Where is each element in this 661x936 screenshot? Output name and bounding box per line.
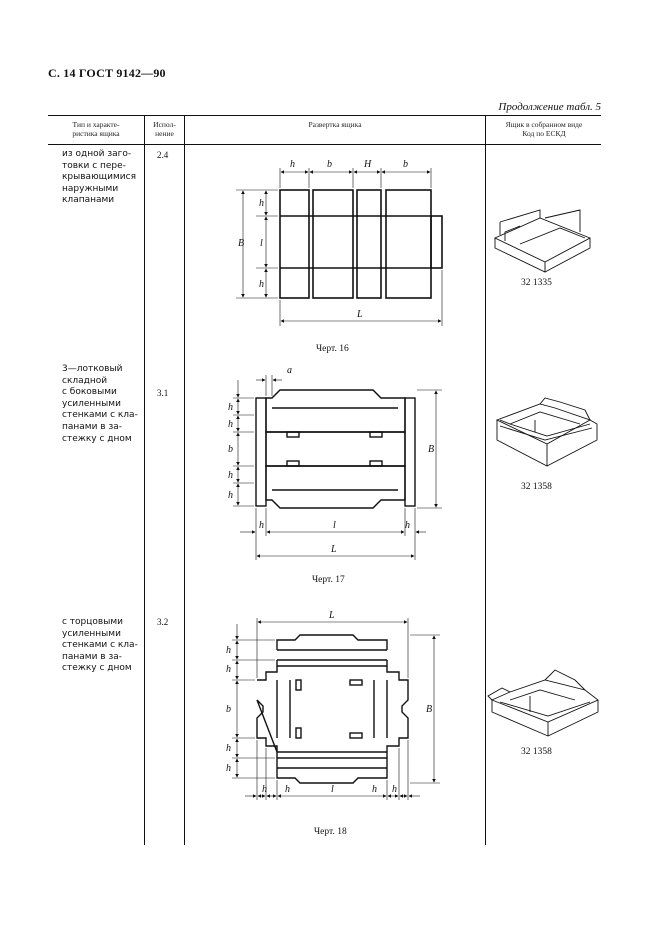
- dim-l: l: [260, 238, 263, 249]
- drawing-caption: Черт. 18: [314, 827, 347, 837]
- dim-B: B: [426, 704, 432, 715]
- dim-h: h: [372, 784, 377, 795]
- assembled-box-sketch-3: [487, 669, 599, 737]
- dim-H: H: [363, 159, 372, 170]
- dim-h: h: [226, 664, 231, 675]
- row-description: с торцовыми усиленными стенками с кла- п…: [62, 617, 138, 674]
- page-header: С. 14 ГОСТ 9142—90: [48, 66, 166, 80]
- assembled-box-sketch-1: [493, 209, 592, 273]
- dim-h: h: [392, 784, 397, 795]
- row-description: 3—лотковый складной с боковыми усиленным…: [62, 364, 138, 444]
- assembled-box-sketch-2: [495, 397, 598, 467]
- dim-h: h: [405, 520, 410, 531]
- dim-a: a: [287, 365, 292, 376]
- dim-l: l: [333, 520, 336, 531]
- row-description: из одной заго- товки с пере- крывающимис…: [62, 149, 136, 206]
- table-header-rule: [48, 144, 601, 145]
- dim-h: h: [259, 279, 264, 290]
- dim-h: h: [228, 419, 233, 430]
- dim-h: h: [259, 520, 264, 531]
- product-code: 32 1358: [521, 747, 552, 757]
- dim-b: b: [403, 159, 408, 170]
- dim-h: h: [228, 470, 233, 481]
- box-blank-drawing-16: [279, 189, 443, 299]
- drawing-caption: Черт. 16: [316, 344, 349, 354]
- dim-h: h: [226, 645, 231, 656]
- column-header-unfold: Развертка ящика: [308, 120, 362, 129]
- dim-L: L: [356, 309, 363, 320]
- dim-l: l: [331, 784, 334, 795]
- dim-B: B: [428, 444, 434, 455]
- dim-h: h: [226, 763, 231, 774]
- product-code: 32 1335: [521, 278, 552, 288]
- row-version: 3.2: [157, 617, 169, 627]
- product-code: 32 1358: [521, 482, 552, 492]
- column-header-assembled: Ящик в собранном виде Код по ЕСКД: [505, 120, 583, 138]
- dim-h: h: [226, 743, 231, 754]
- column-header-type: Тип и характе- ристика ящика: [72, 120, 120, 138]
- row-version: 3.1: [157, 388, 169, 398]
- column-header-version: Испол- нение: [153, 120, 176, 138]
- dim-L: L: [328, 610, 335, 621]
- table-continuation-label: Продолжение табл. 5: [498, 101, 601, 113]
- dim-h: h: [285, 784, 290, 795]
- row-version: 2.4: [157, 150, 169, 160]
- dim-L: L: [330, 544, 337, 555]
- dim-h: h: [290, 159, 295, 170]
- drawing-caption: Черт. 17: [312, 575, 345, 585]
- column-divider-2: [184, 115, 185, 845]
- dim-h: h: [228, 490, 233, 501]
- dim-h: h: [259, 198, 264, 209]
- box-blank-drawing-17: [255, 389, 416, 509]
- dim-h: h: [262, 784, 267, 795]
- dim-b: b: [228, 444, 233, 455]
- dim-b: b: [226, 704, 231, 715]
- dim-B: B: [238, 238, 244, 249]
- box-blank-drawing-18: [256, 634, 409, 784]
- dim-h: h: [228, 402, 233, 413]
- column-divider-3: [485, 115, 486, 845]
- column-divider-1: [144, 115, 145, 845]
- dim-b: b: [327, 159, 332, 170]
- table-top-rule: [48, 115, 601, 116]
